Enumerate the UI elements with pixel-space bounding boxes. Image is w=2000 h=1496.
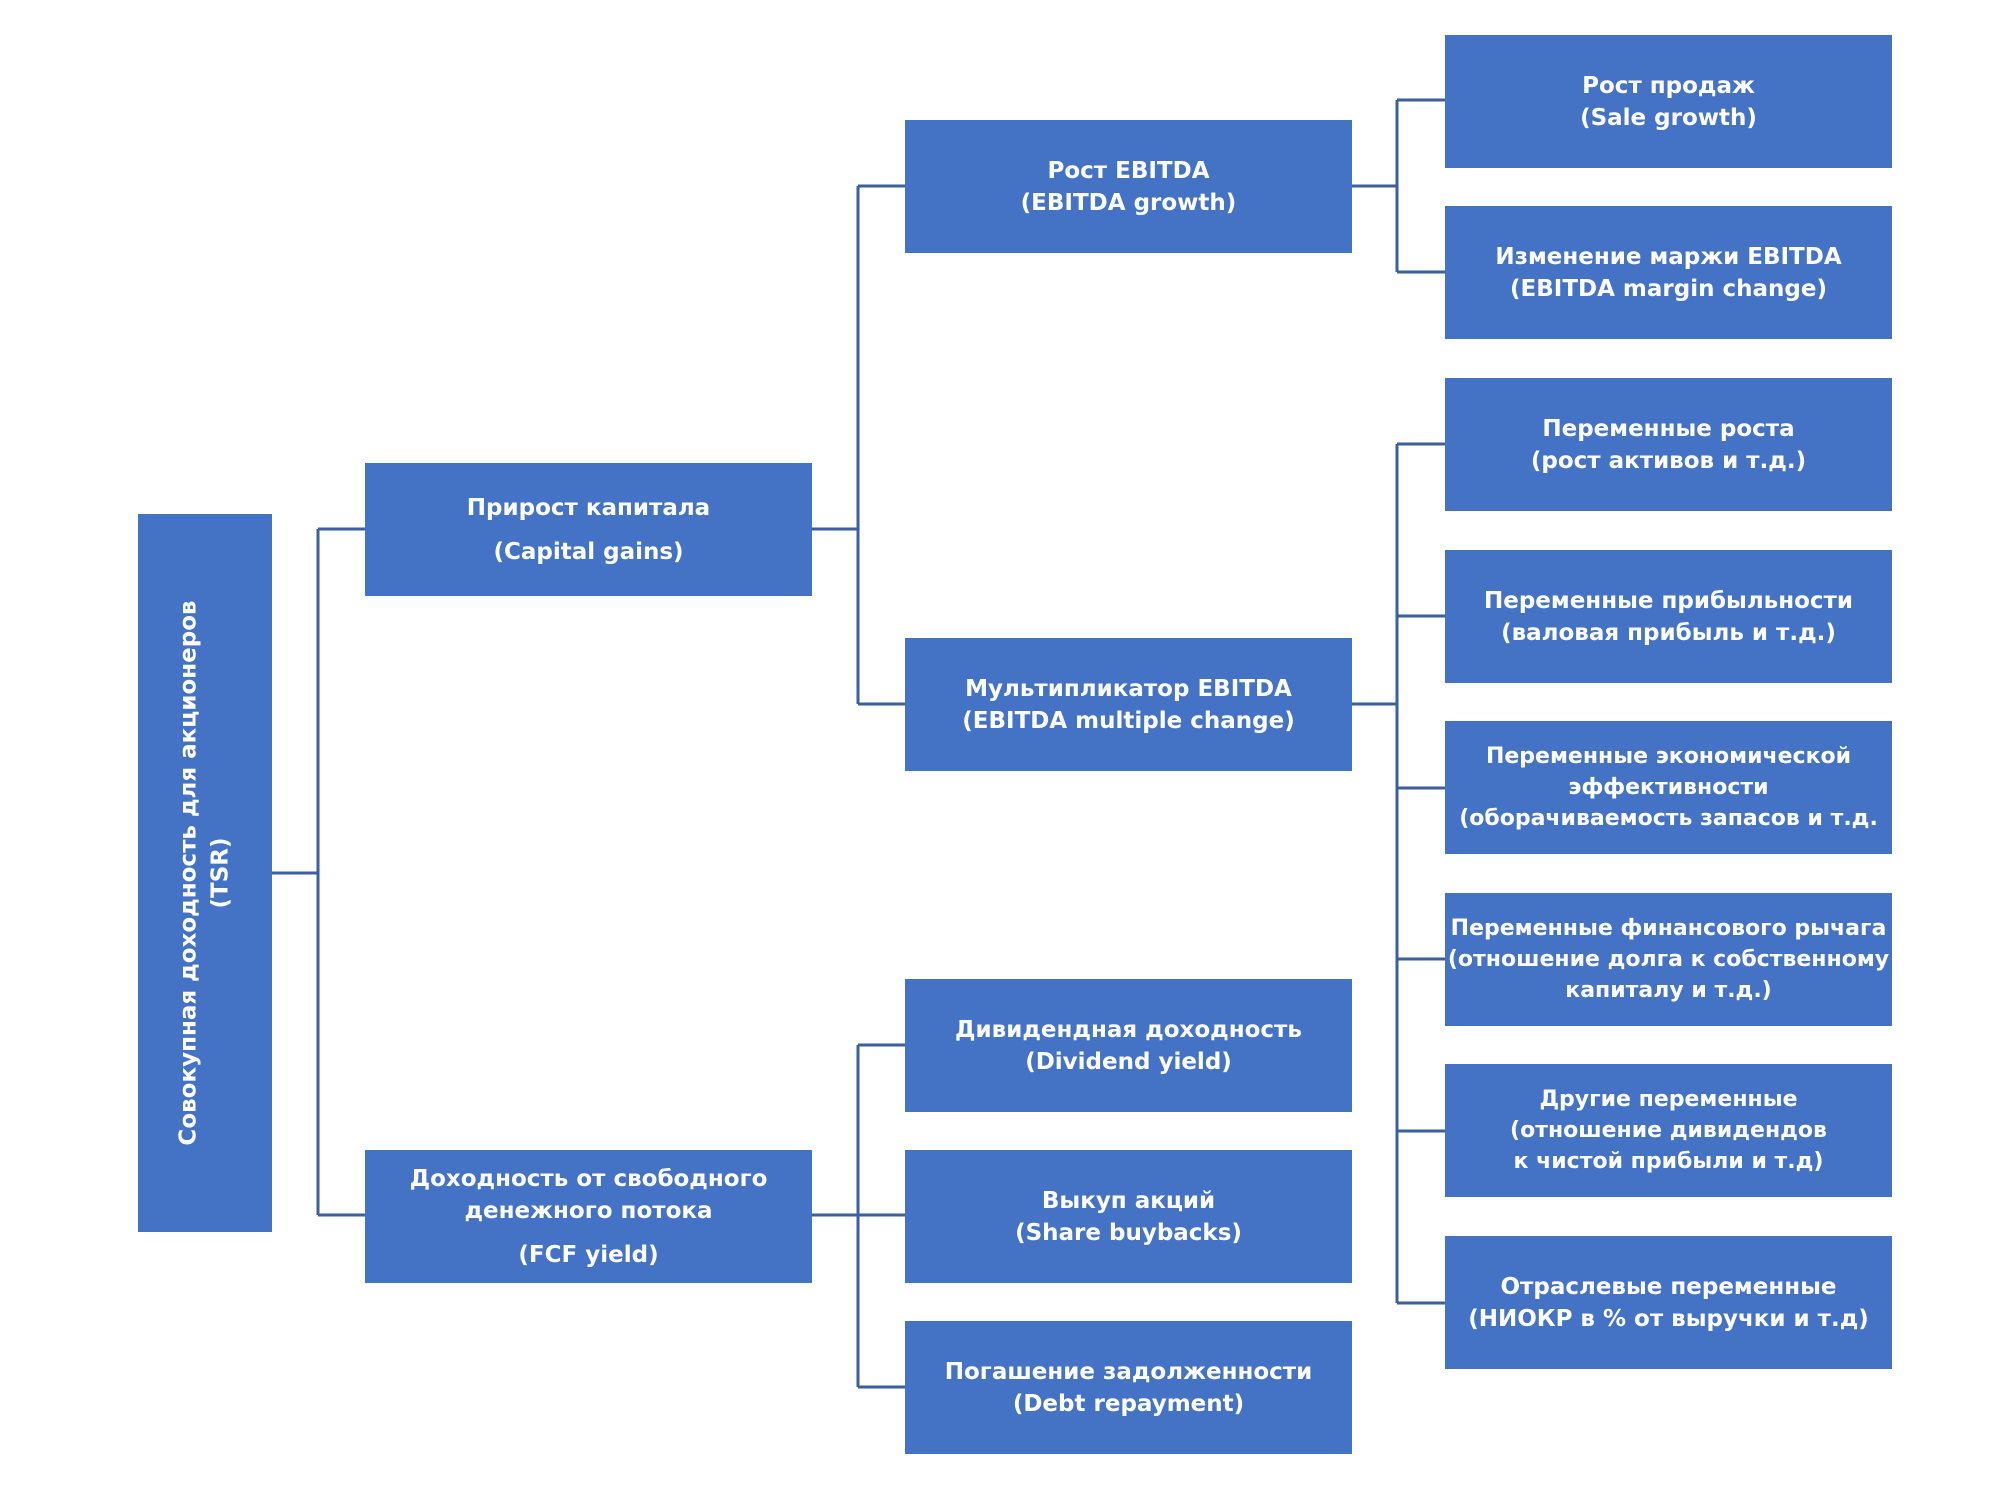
node-profit-vars-line1: Переменные прибыльности: [1484, 587, 1853, 614]
node-other-vars-line3: к чистой прибыли и т.д): [1513, 1149, 1824, 1174]
node-efficiency-vars-line1: Переменные экономической: [1485, 744, 1852, 769]
node-tsr-rotated-label: Совокупная доходность для акционеров (TS…: [173, 600, 237, 1145]
node-debt-repayment-line2: (Debt repayment): [1012, 1390, 1245, 1417]
node-capital-gains-line2: (Capital gains): [493, 538, 684, 565]
node-sale-growth-line1: Рост продаж: [1582, 72, 1755, 99]
node-leverage-vars-line2: (отношение долга к собственному: [1447, 947, 1890, 972]
node-ebitda-growth-line1: Рост EBITDA: [1047, 157, 1210, 184]
node-efficiency-vars: Переменные экономической эффективности (…: [1445, 721, 1892, 854]
node-other-vars-line2: (отношение дивидендов: [1510, 1118, 1827, 1143]
node-efficiency-vars-line3: (оборачиваемость запасов и т.д.: [1459, 806, 1878, 831]
node-debt-repayment: Погашение задолженности (Debt repayment): [905, 1321, 1352, 1454]
node-margin-change-line2: (EBITDA margin change): [1510, 275, 1827, 302]
node-ebitda-multiple-line1: Мультипликатор EBITDA: [965, 675, 1292, 702]
node-tsr: Совокупная доходность для акционеров (TS…: [138, 514, 272, 1232]
node-leverage-vars-line3: капиталу и т.д.): [1565, 978, 1772, 1003]
node-other-vars: Другие переменные (отношение дивидендов …: [1445, 1064, 1892, 1197]
node-fcf-yield-line1: Доходность от свободного: [409, 1165, 768, 1192]
node-other-vars-line1: Другие переменные: [1539, 1087, 1798, 1112]
node-margin-change-line1: Изменение маржи EBITDA: [1495, 243, 1842, 270]
node-ebitda-multiple: Мультипликатор EBITDA (EBITDA multiple c…: [905, 638, 1352, 771]
node-fcf-yield: Доходность от свободного денежного поток…: [365, 1150, 812, 1283]
node-fcf-yield-line3: (FCF yield): [518, 1241, 659, 1268]
node-tsr-line2: (TSR): [208, 837, 234, 909]
node-industry-vars: Отраслевые переменные (НИОКР в % от выру…: [1445, 1236, 1892, 1369]
node-ebitda-multiple-line2: (EBITDA multiple change): [962, 707, 1295, 734]
node-growth-vars: Переменные роста (рост активов и т.д.): [1445, 378, 1892, 511]
node-share-buybacks-line1: Выкуп акций: [1041, 1187, 1216, 1214]
node-leverage-vars-line1: Переменные финансового рычага: [1450, 916, 1887, 941]
node-ebitda-growth-line2: (EBITDA growth): [1020, 189, 1237, 216]
node-profit-vars: Переменные прибыльности (валовая прибыль…: [1445, 550, 1892, 683]
node-dividend-yield: Дивидендная доходность (Dividend yield): [905, 979, 1352, 1112]
node-sale-growth: Рост продаж (Sale growth): [1445, 35, 1892, 168]
node-industry-vars-line1: Отраслевые переменные: [1500, 1273, 1837, 1300]
node-growth-vars-line2: (рост активов и т.д.): [1530, 447, 1807, 474]
node-growth-vars-line1: Переменные роста: [1542, 415, 1795, 442]
node-debt-repayment-line1: Погашение задолженности: [944, 1358, 1313, 1385]
node-leverage-vars: Переменные финансового рычага (отношение…: [1445, 893, 1892, 1026]
node-margin-change: Изменение маржи EBITDA (EBITDA margin ch…: [1445, 206, 1892, 339]
node-efficiency-vars-line2: эффективности: [1568, 775, 1769, 800]
node-ebitda-growth: Рост EBITDA (EBITDA growth): [905, 120, 1352, 253]
node-dividend-yield-line1: Дивидендная доходность: [955, 1016, 1302, 1043]
node-share-buybacks-line2: (Share buybacks): [1015, 1219, 1242, 1246]
node-capital-gains-line1: Прирост капитала: [466, 494, 711, 521]
node-fcf-yield-line2: денежного потока: [464, 1197, 713, 1224]
node-capital-gains: Прирост капитала (Capital gains): [365, 463, 812, 596]
node-share-buybacks: Выкуп акций (Share buybacks): [905, 1150, 1352, 1283]
node-profit-vars-line2: (валовая прибыль и т.д.): [1501, 619, 1836, 646]
node-tsr-line1: Совокупная доходность для акционеров: [176, 600, 202, 1146]
node-sale-growth-line2: (Sale growth): [1580, 104, 1757, 131]
node-industry-vars-line2: (НИОКР в % от выручки и т.д): [1468, 1305, 1869, 1332]
node-dividend-yield-line2: (Dividend yield): [1025, 1048, 1232, 1075]
